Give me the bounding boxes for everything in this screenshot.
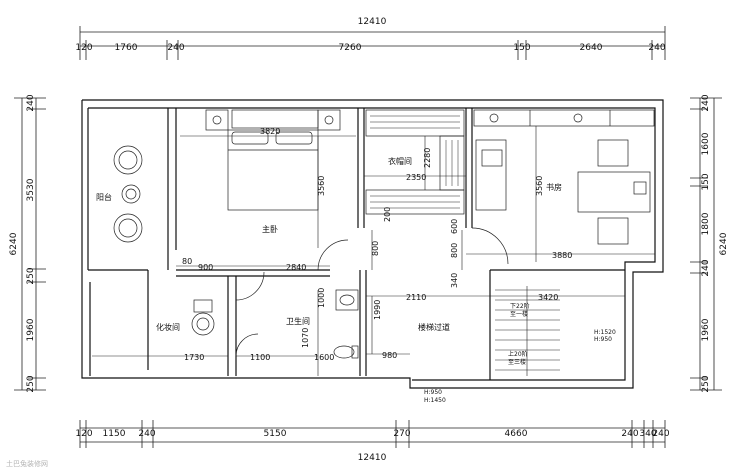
dim-3560a: 3560 <box>317 176 326 196</box>
top-dim-3: 240 <box>167 43 184 53</box>
dim-3420: 3420 <box>538 293 558 302</box>
height-3: H:950 <box>424 389 442 396</box>
dim-1600: 1600 <box>314 353 334 362</box>
bottom-dim-7: 240 <box>621 429 638 439</box>
left-total-dim: 6240 <box>9 232 19 255</box>
bottom-dim-2: 1150 <box>103 429 126 439</box>
dim-1070: 1070 <box>301 328 310 348</box>
dim-3880: 3880 <box>552 251 572 260</box>
dim-1990: 1990 <box>373 300 382 320</box>
room-closet: 衣帽间 <box>388 156 412 166</box>
bottom-dim-4: 5150 <box>264 429 287 439</box>
dim-340: 340 <box>450 273 459 288</box>
bottom-dim-8: 340 <box>639 429 656 439</box>
right-total-dim: 6240 <box>719 232 729 255</box>
room-bath: 卫生间 <box>286 316 310 326</box>
bottom-dim-6: 4660 <box>505 429 528 439</box>
stair-down-to: 至一楼 <box>510 310 528 318</box>
bottom-dim-3: 240 <box>138 429 155 439</box>
dim-800a: 800 <box>371 241 380 256</box>
dim-800b: 800 <box>450 243 459 258</box>
stair-up: 上20阶 <box>508 350 528 358</box>
dim-80: 80 <box>182 257 192 266</box>
height-1: H:1520 <box>594 329 616 336</box>
top-dim-4: 7260 <box>339 43 362 53</box>
bottom-dim-1: 120 <box>75 429 92 439</box>
left-dim-4: 1960 <box>26 318 36 341</box>
room-vanity: 化妆间 <box>156 322 180 332</box>
height-4: H:1450 <box>424 397 446 404</box>
top-total-dim: 12410 <box>358 17 387 27</box>
right-dim-3: 150 <box>701 173 711 190</box>
stair-up-to: 至三楼 <box>508 358 526 366</box>
room-corridor: 楼梯过道 <box>418 322 450 332</box>
dim-3560b: 3560 <box>535 176 544 196</box>
stair-down: 下22阶 <box>510 302 530 310</box>
top-dim-5: 150 <box>513 43 530 53</box>
bottom-dim-9: 240 <box>652 429 669 439</box>
bottom-total-dim: 12410 <box>358 453 387 463</box>
dim-200: 200 <box>383 207 392 222</box>
dim-1730: 1730 <box>184 353 204 362</box>
right-dim-1: 240 <box>701 94 711 111</box>
left-dim-5: 250 <box>26 375 36 392</box>
left-dim-1: 240 <box>26 94 36 111</box>
room-balcony: 阳台 <box>96 192 112 202</box>
dim-2110: 2110 <box>406 293 426 302</box>
top-dim-6: 2640 <box>580 43 603 53</box>
watermark: 土巴兔装修网 <box>6 459 48 468</box>
dim-2280: 2280 <box>423 148 432 168</box>
right-dim-4: 1800 <box>701 212 711 235</box>
right-dim-5: 240 <box>701 259 711 276</box>
bottom-dim-5: 270 <box>393 429 410 439</box>
top-dim-1: 120 <box>75 43 92 53</box>
dim-2840: 2840 <box>286 263 306 272</box>
left-dim-3: 250 <box>26 267 36 284</box>
left-dim-2: 3530 <box>26 178 36 201</box>
right-dim-2: 1600 <box>701 132 711 155</box>
right-dim-6: 1960 <box>701 318 711 341</box>
dim-980: 980 <box>382 351 397 360</box>
right-dim-7: 250 <box>701 375 711 392</box>
dim-600: 600 <box>450 219 459 234</box>
dim-1000: 1000 <box>317 288 326 308</box>
dim-900: 900 <box>198 263 213 272</box>
height-2: H:950 <box>594 336 612 343</box>
room-master: 主卧 <box>262 224 278 234</box>
dim-3820: 3820 <box>260 127 280 136</box>
furniture <box>113 109 655 376</box>
top-dim-7: 240 <box>648 43 665 53</box>
top-dim-2: 1760 <box>115 43 138 53</box>
dim-1100: 1100 <box>250 353 270 362</box>
room-study: 书房 <box>546 182 562 192</box>
dim-2350: 2350 <box>406 173 426 182</box>
